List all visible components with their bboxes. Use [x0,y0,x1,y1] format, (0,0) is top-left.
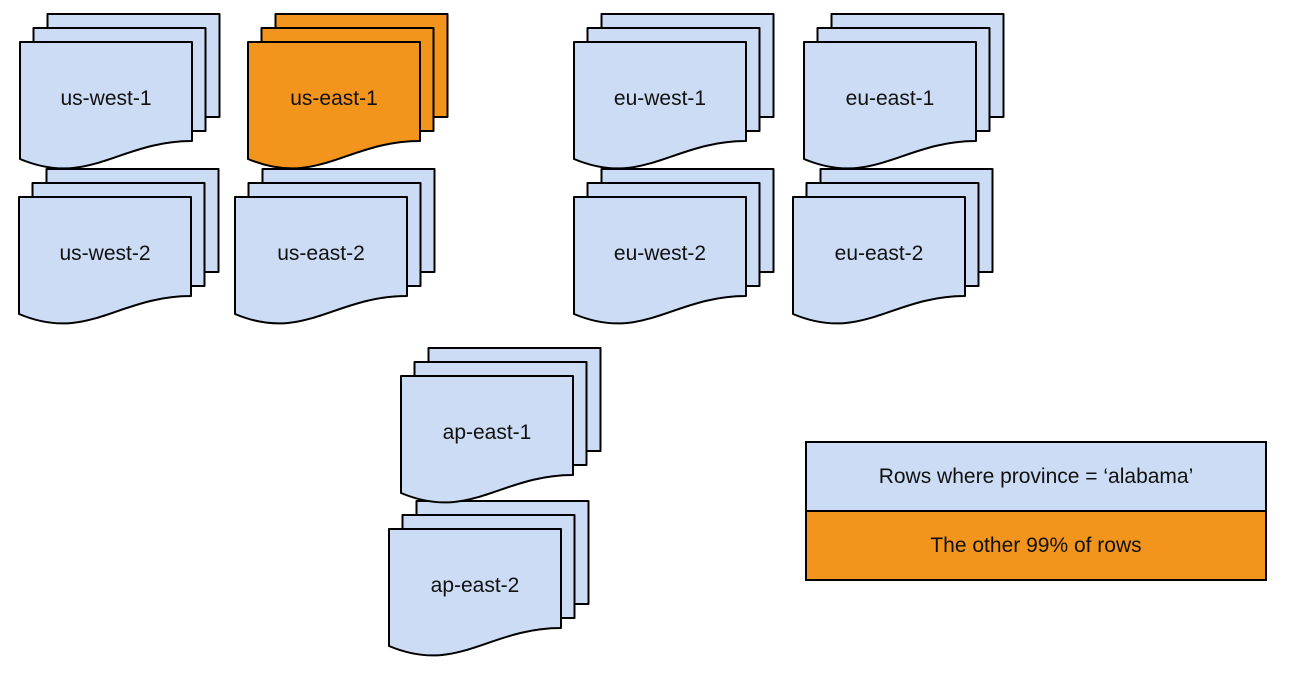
front-document [573,196,747,325]
region-stack-ap-east-2: ap-east-2 [388,500,591,660]
region-stack-us-west-1: us-west-1 [19,13,222,173]
region-stack-eu-east-1: eu-east-1 [803,13,1006,173]
region-stack-us-east-1: us-east-1 [247,13,450,173]
legend: Rows where province = ‘alabama’ The othe… [805,441,1267,581]
front-document [400,375,574,504]
document-stack-graphic [234,168,436,325]
document-stack-graphic [400,347,602,504]
region-stack-eu-east-2: eu-east-2 [792,168,995,328]
document-stack-graphic [19,13,221,170]
front-document [19,41,193,170]
front-document [234,196,408,325]
front-document [388,528,562,657]
legend-item-label: Rows where province = ‘alabama’ [878,464,1194,488]
region-stack-ap-east-1: ap-east-1 [400,347,603,507]
region-label: us-east-2 [277,242,365,265]
region-label: eu-west-2 [613,242,707,265]
region-stack-eu-west-2: eu-west-2 [573,168,776,328]
front-document [18,196,192,325]
document-stack-graphic [573,168,775,325]
front-document [573,41,747,170]
document-stack-graphic [18,168,220,325]
document-stack-graphic [247,13,449,170]
region-label: eu-east-1 [845,87,935,110]
legend-item-alabama-rows: Rows where province = ‘alabama’ [807,443,1265,510]
region-stack-us-west-2: us-west-2 [18,168,221,328]
front-document [792,196,966,325]
document-stack-graphic [792,168,994,325]
region-label: ap-east-2 [430,574,520,597]
document-stack-graphic [803,13,1005,170]
region-stack-eu-west-1: eu-west-1 [573,13,776,173]
legend-item-label: The other 99% of rows [930,533,1142,557]
document-stack-graphic [573,13,775,170]
region-stack-us-east-2: us-east-2 [234,168,437,328]
region-label: us-west-2 [59,242,151,265]
region-label: eu-east-2 [834,242,924,265]
region-label: us-east-1 [290,87,378,110]
front-document [247,41,421,170]
region-label: us-west-1 [60,87,152,110]
region-label: ap-east-1 [442,421,532,444]
document-stack-graphic [388,500,590,657]
region-label: eu-west-1 [613,87,707,110]
front-document [803,41,977,170]
legend-item-other-rows: The other 99% of rows [807,510,1265,579]
